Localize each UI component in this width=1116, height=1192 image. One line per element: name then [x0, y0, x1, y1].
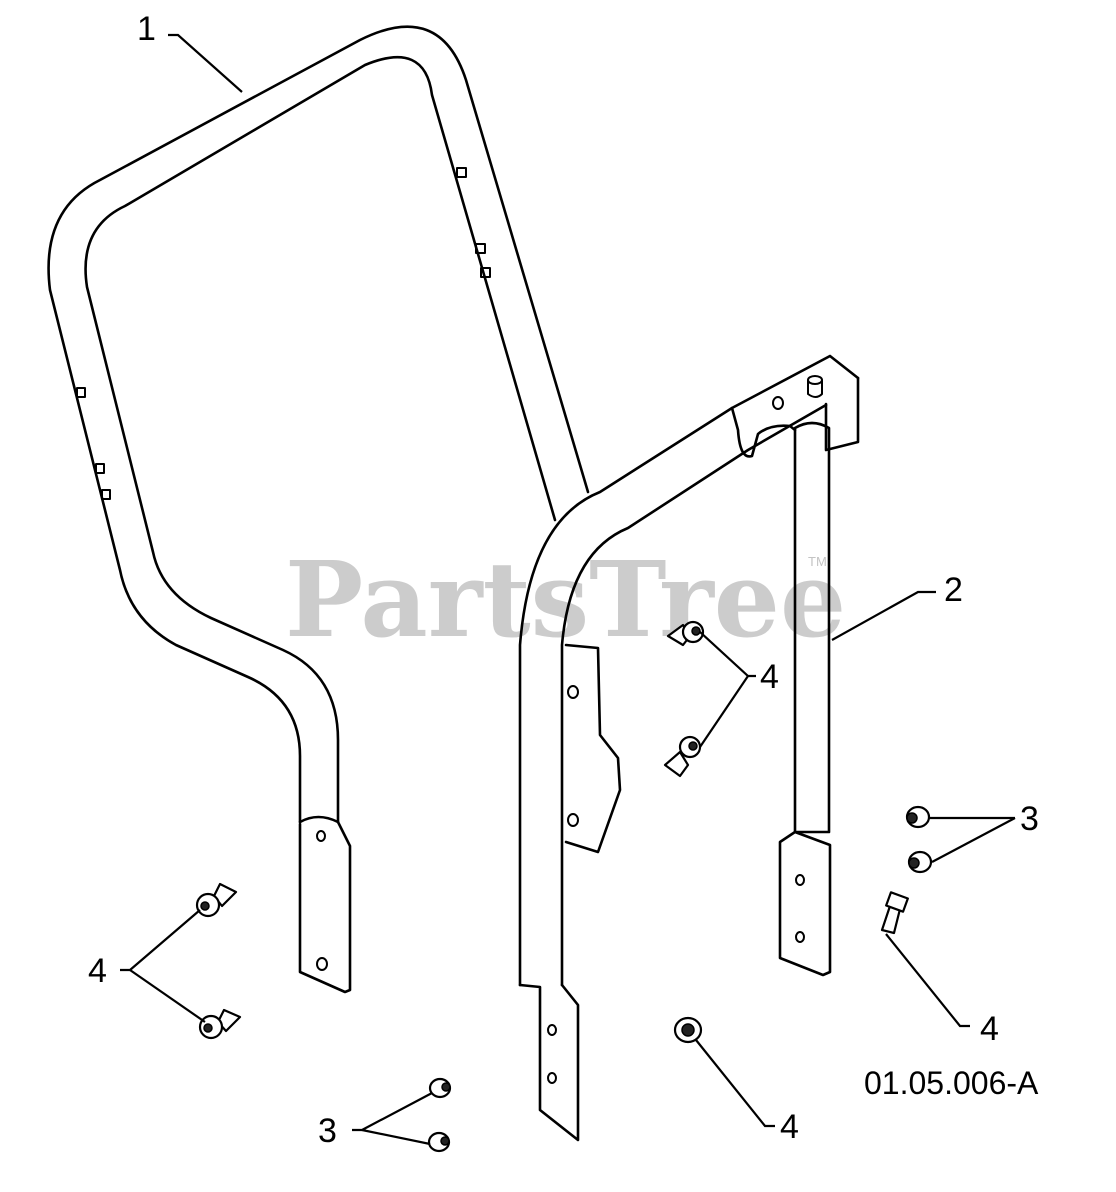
reference-code: 01.05.006-A: [864, 1065, 1039, 1101]
bolt-bottom-center[interactable]: [673, 1016, 703, 1044]
watermark-text: PartsTree: [285, 538, 846, 661]
nut-right-upper[interactable]: [905, 805, 931, 829]
part-2-lower-frame[interactable]: [518, 354, 860, 1142]
bolt-right[interactable]: [880, 891, 909, 935]
callout-4-right: 4: [980, 1010, 999, 1048]
bolt-center-lower[interactable]: [663, 735, 702, 778]
nut-bottom-lower[interactable]: [427, 1131, 451, 1153]
callout-3-right: 3: [1020, 800, 1039, 838]
part-1-upper-hoop[interactable]: [47, 25, 590, 994]
callout-2: 2: [944, 571, 963, 609]
callout-4-bottom: 4: [780, 1108, 799, 1146]
bolt-center-upper[interactable]: [666, 620, 705, 647]
bolt-left-lower[interactable]: [198, 1008, 242, 1040]
callout-4-center: 4: [760, 658, 779, 696]
callout-4-left: 4: [88, 952, 107, 990]
callout-3-bottom: 3: [318, 1112, 337, 1150]
callout-1: 1: [137, 10, 156, 48]
bolt-left-upper[interactable]: [195, 882, 238, 918]
watermark-trademark: TM: [808, 554, 827, 569]
nut-bottom-upper[interactable]: [428, 1077, 452, 1099]
leader-lines: [120, 33, 1016, 1146]
nut-right-lower[interactable]: [907, 850, 933, 874]
